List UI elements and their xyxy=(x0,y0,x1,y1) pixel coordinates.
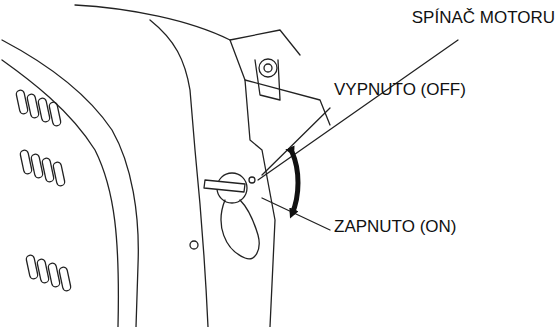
cover-slot xyxy=(26,254,39,279)
cover-slot xyxy=(38,97,51,122)
bolt xyxy=(259,59,277,77)
cover-slot xyxy=(20,149,33,174)
switch-direction-arrow xyxy=(292,152,298,214)
cover-slot xyxy=(37,258,50,283)
rivet xyxy=(190,241,198,249)
bolt-hole xyxy=(264,64,272,72)
cover-slot xyxy=(48,262,61,287)
switch-position: ZAPNUTO (ON) xyxy=(334,217,456,237)
switch-wire xyxy=(221,200,259,259)
fan-cover-rim xyxy=(2,60,118,327)
engine-body xyxy=(150,20,208,327)
engine-top xyxy=(75,5,300,55)
part-name: SPÍNAČ MOTORU xyxy=(412,8,555,28)
leader-line xyxy=(258,40,458,180)
cover-slot xyxy=(27,93,40,118)
cover-slot xyxy=(49,101,62,126)
cover-slot xyxy=(16,89,29,114)
switch-lever xyxy=(204,180,245,192)
bracket xyxy=(255,60,280,100)
cover-slot xyxy=(31,153,44,178)
cover-slot xyxy=(59,266,72,291)
switch-pin xyxy=(249,177,255,183)
cover-slots xyxy=(16,89,72,291)
cover-slot xyxy=(42,157,55,182)
switch-position: VYPNUTO (OFF) xyxy=(334,80,466,100)
engine-side xyxy=(245,80,275,327)
cover-slot xyxy=(53,161,66,186)
fan-cover-outline xyxy=(2,40,138,327)
